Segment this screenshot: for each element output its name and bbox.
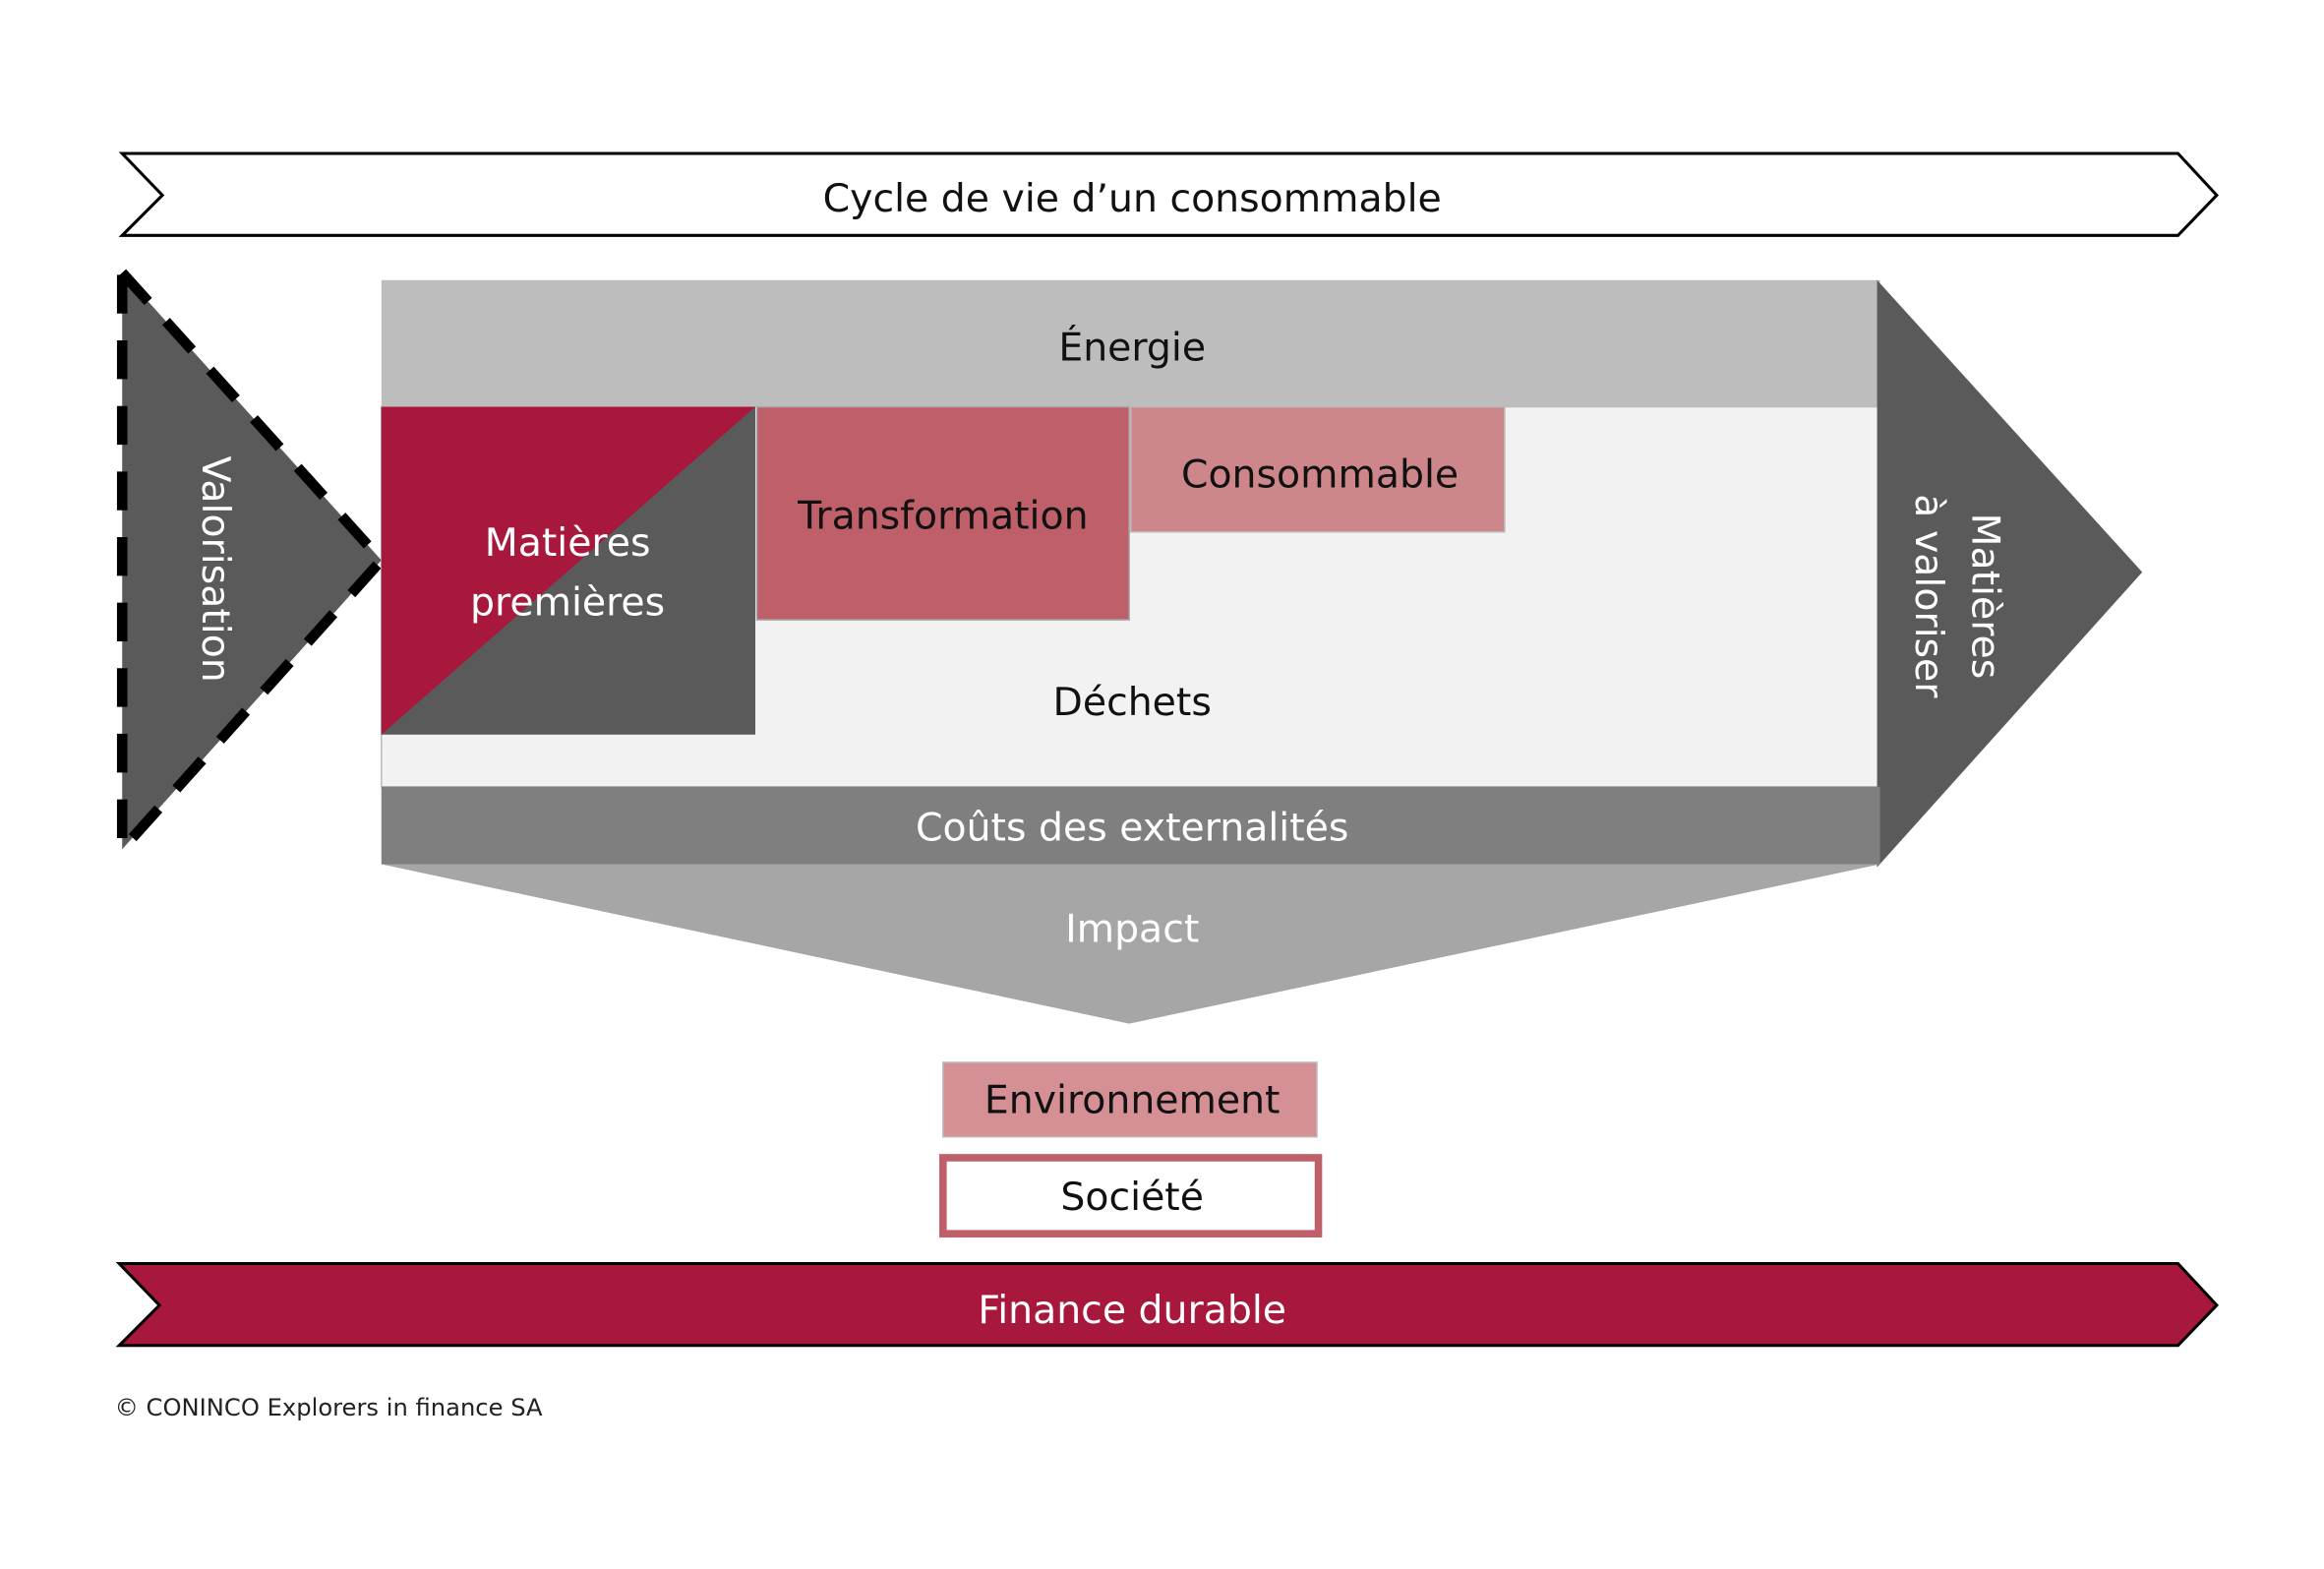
environment-label: Environnement [984, 1077, 1281, 1122]
raw-materials-line1: Matières [485, 520, 651, 566]
valorisation-label: Valorisation [193, 456, 238, 683]
raw-materials-box: Matières premières [381, 406, 755, 735]
externalities-label: Coûts des externalités [916, 805, 1348, 850]
to-valorise-line1: Matières [1963, 513, 2008, 679]
environment-box [942, 1061, 1318, 1138]
top-arrow-label: Cycle de vie d’un consommable [823, 176, 1442, 221]
copyright: © CONINCO Explorers in finance SA [115, 1394, 543, 1421]
consumable-label: Consommable [1181, 452, 1459, 497]
raw-materials-line2: premières [470, 580, 665, 626]
bottom-arrow: Finance durable [115, 1261, 2220, 1348]
energy-label: Énergie [1058, 325, 1206, 371]
transformation-box [755, 405, 1130, 621]
energy-band [381, 279, 1880, 407]
impact-label: Impact [1065, 906, 1199, 951]
transformation-label: Transformation [797, 494, 1088, 539]
society-label: Société [1060, 1175, 1204, 1220]
impact-funnel [381, 864, 1880, 1024]
valorisation-triangle: Valorisation [116, 259, 388, 864]
externalities-band [381, 786, 1880, 865]
to-valorise-arrow: Matières à valoriser [1877, 279, 2143, 868]
consumable-box [1129, 405, 1506, 533]
bottom-arrow-label: Finance durable [978, 1288, 1286, 1333]
to-valorise-line2: à valoriser [1906, 494, 1951, 698]
society-box [939, 1154, 1323, 1237]
waste-label: Déchets [1053, 680, 1212, 725]
top-arrow: Cycle de vie d’un consommable [118, 151, 2220, 237]
